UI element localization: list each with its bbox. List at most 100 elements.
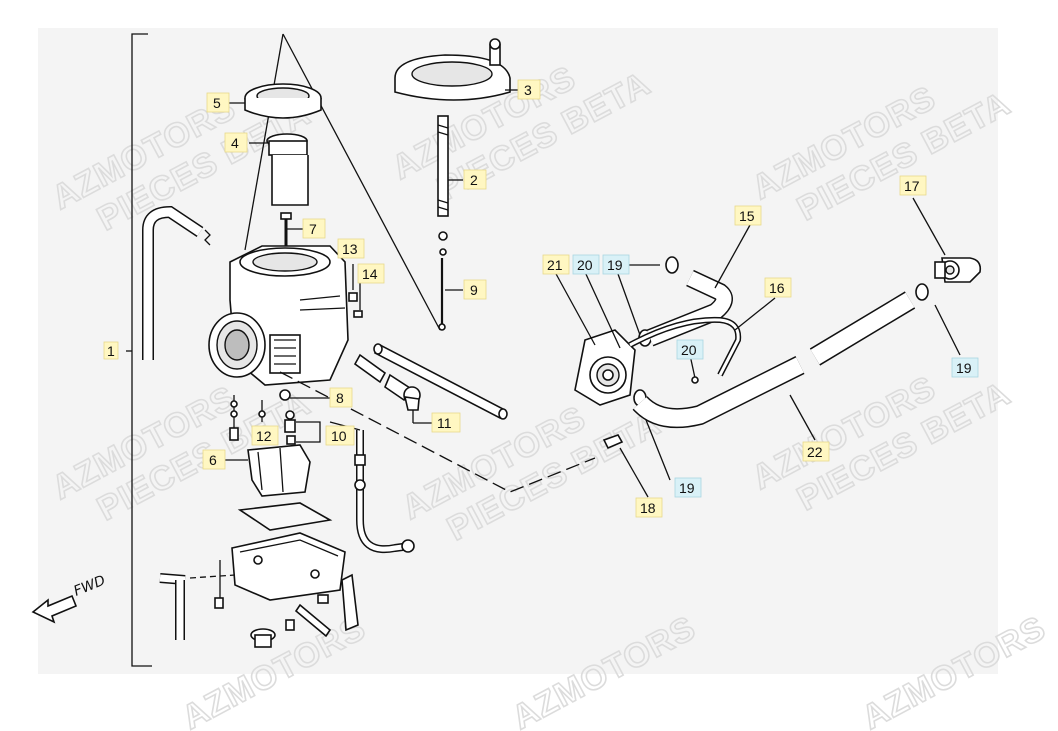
screw-12 xyxy=(258,400,266,422)
leader-10 xyxy=(296,421,321,443)
carburetor-body xyxy=(208,245,349,386)
leader-19a xyxy=(617,273,641,336)
leader-22 xyxy=(789,394,816,441)
svg-text:4: 4 xyxy=(231,135,239,151)
diaphragm-part xyxy=(244,83,322,119)
fuel-hose-bowl xyxy=(354,430,415,554)
assembly-bracket xyxy=(131,33,152,667)
watermark-line-1: AZMOTORS xyxy=(176,609,372,731)
callout-20a: 20 xyxy=(572,254,600,275)
svg-text:2: 2 xyxy=(470,172,478,188)
top-cover-part xyxy=(394,38,511,101)
spring-part xyxy=(437,115,449,256)
callout-5: 5 xyxy=(206,92,230,113)
callout-18: 18 xyxy=(635,497,663,518)
svg-text:7: 7 xyxy=(309,221,317,237)
svg-text:19: 19 xyxy=(679,480,695,496)
callout-20b: 20 xyxy=(676,339,704,360)
callout-22: 22 xyxy=(802,441,830,462)
leader-19b xyxy=(641,409,671,481)
hose-22 xyxy=(632,291,916,429)
leader-15 xyxy=(714,224,751,289)
clip-part xyxy=(341,573,359,632)
svg-text:16: 16 xyxy=(769,280,785,296)
svg-text:20: 20 xyxy=(681,342,697,358)
watermark-group: AZMOTORS PIECES BETA AZMOTORS PIECES BET… xyxy=(45,58,1053,731)
leader-21 xyxy=(554,271,596,346)
callout-19a: 19 xyxy=(602,254,630,275)
callout-7: 7 xyxy=(302,218,326,239)
callout-16: 16 xyxy=(764,277,792,298)
fitting-20 xyxy=(691,376,699,384)
callout-8: 8 xyxy=(329,387,353,408)
callout-2: 2 xyxy=(463,169,487,190)
svg-text:6: 6 xyxy=(209,452,217,468)
callout-12: 12 xyxy=(251,425,279,446)
svg-text:19: 19 xyxy=(956,360,972,376)
jet-8 xyxy=(279,389,295,420)
svg-text:11: 11 xyxy=(437,415,452,431)
screw-13 xyxy=(348,264,358,302)
callout-14: 14 xyxy=(357,263,385,284)
jet-10 xyxy=(284,419,296,445)
watermark-line-1: AZMOTORS xyxy=(506,609,702,731)
screw-14 xyxy=(353,283,363,318)
leader-diagonal xyxy=(282,33,441,331)
callout-9: 9 xyxy=(463,279,487,300)
leader-17 xyxy=(912,197,946,256)
callout-19c: 19 xyxy=(951,357,979,378)
svg-text:12: 12 xyxy=(256,428,272,444)
elbow-fitting xyxy=(934,257,982,283)
svg-text:22: 22 xyxy=(807,444,823,460)
hose-16 xyxy=(628,316,742,377)
svg-text:20: 20 xyxy=(577,257,593,273)
screw-left xyxy=(229,395,239,441)
needle-part xyxy=(438,258,446,331)
hose-15 xyxy=(646,269,733,347)
fitting-18 xyxy=(602,434,624,450)
callout-labels: 1 2 3 4 5 6 7 8 9 10 11 12 13 14 15 16 1… xyxy=(103,79,979,518)
slide-part xyxy=(266,133,309,206)
svg-text:5: 5 xyxy=(213,95,221,111)
leader-20 xyxy=(584,271,621,349)
svg-text:13: 13 xyxy=(342,241,358,257)
forward-label: FWD xyxy=(72,573,108,600)
svg-text:15: 15 xyxy=(739,208,755,224)
callout-10: 10 xyxy=(325,425,355,446)
svg-text:10: 10 xyxy=(331,428,347,444)
drain-hose-left xyxy=(159,573,236,640)
callout-3: 3 xyxy=(517,79,541,100)
forward-arrow-icon xyxy=(31,594,78,624)
callout-4: 4 xyxy=(224,132,248,153)
svg-text:8: 8 xyxy=(336,390,344,406)
svg-text:9: 9 xyxy=(470,282,478,298)
callout-1: 1 xyxy=(103,341,119,360)
leader-18 xyxy=(619,447,649,498)
svg-text:3: 3 xyxy=(524,82,532,98)
choke-part xyxy=(353,343,508,420)
adjust-screw xyxy=(285,594,332,638)
svg-text:1: 1 xyxy=(107,343,115,359)
float-bowl xyxy=(214,502,346,609)
svg-text:14: 14 xyxy=(362,266,378,282)
fuel-pump xyxy=(574,329,636,406)
leader-diagonal-2 xyxy=(244,33,284,251)
callout-19b: 19 xyxy=(674,477,702,498)
float-part xyxy=(247,444,311,497)
callout-21: 21 xyxy=(542,254,570,275)
svg-text:21: 21 xyxy=(547,257,563,273)
leader-19c xyxy=(934,304,961,356)
svg-text:18: 18 xyxy=(640,500,656,516)
svg-text:19: 19 xyxy=(607,257,623,273)
watermark-line-1: AZMOTORS xyxy=(856,609,1052,731)
callout-17: 17 xyxy=(899,175,927,196)
callout-15: 15 xyxy=(734,205,762,226)
drain-plug xyxy=(250,628,276,648)
leader-16 xyxy=(734,297,776,331)
callout-6: 6 xyxy=(202,449,226,470)
callout-13: 13 xyxy=(337,238,365,259)
svg-text:17: 17 xyxy=(904,178,920,194)
dashed-connector xyxy=(279,371,596,493)
